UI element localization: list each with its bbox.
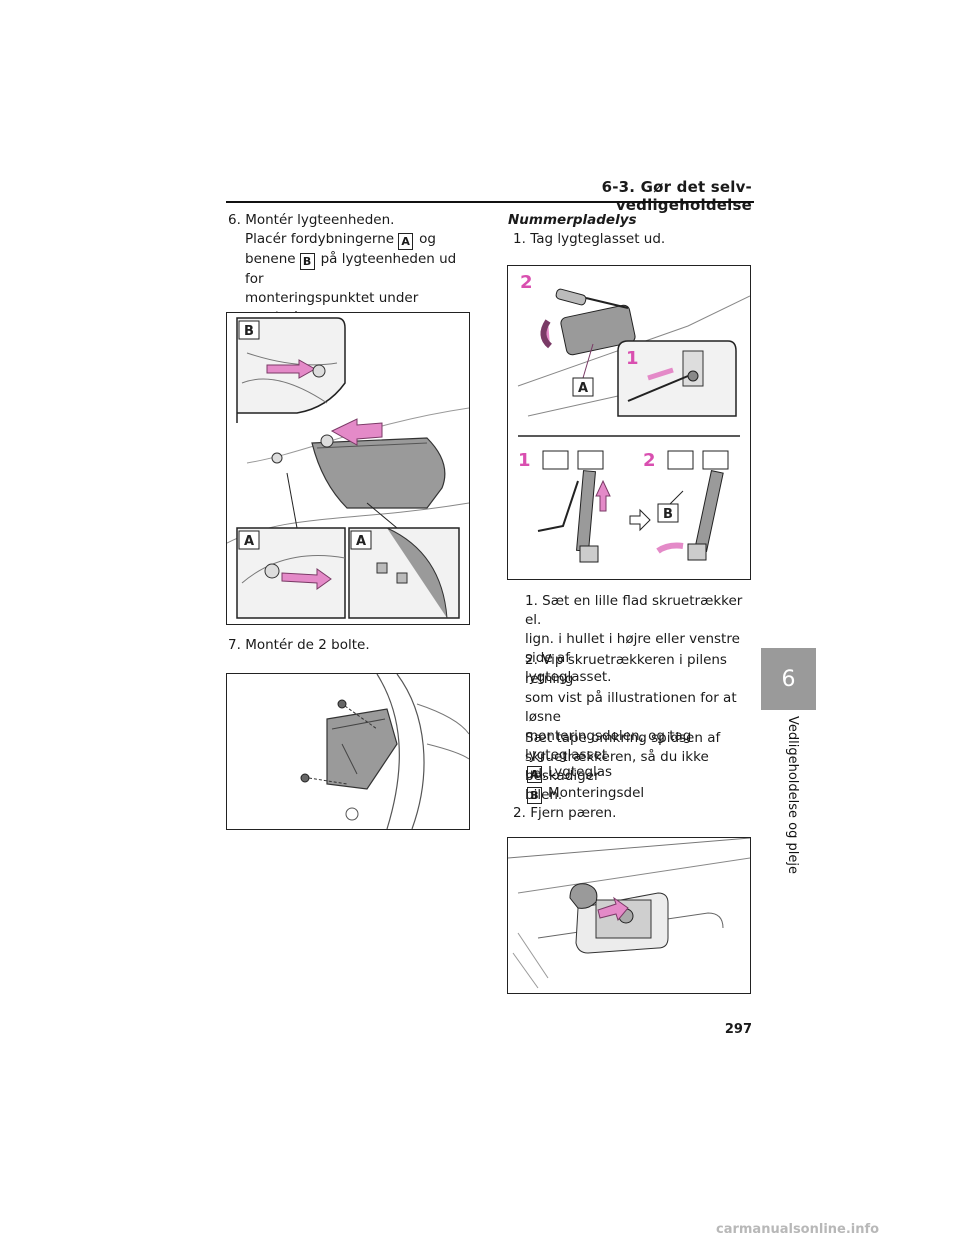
step6-text: på lygteenheden ud for <box>245 251 457 287</box>
step1-line: 1. Tag lygteglasset ud. <box>513 230 665 249</box>
step2-line: 2. Fjern pæren. <box>513 804 616 823</box>
header-rule <box>226 201 754 203</box>
tape-note: Sæt tape omkring spidsen af skruetrækker… <box>525 729 757 805</box>
fig1-label-b: B <box>244 324 254 339</box>
figure-bolts <box>226 673 470 830</box>
watermark: carmanualsonline.info <box>716 1222 880 1237</box>
lamp-install-illustration: B A A <box>227 317 469 619</box>
fig1-label-a2: A <box>356 534 366 549</box>
step6-text: benene <box>245 251 296 267</box>
remove-bulb-illustration <box>508 838 750 989</box>
step1-number: 1. <box>513 231 526 247</box>
page-number: 297 <box>724 1022 752 1037</box>
chapter-number: 6 <box>781 667 796 692</box>
figure-remove-bulb <box>507 837 751 994</box>
fig3-label-1-inset: 1 <box>626 348 639 369</box>
step6-text: monteringspunktet under <box>245 290 419 306</box>
fig1-label-a1: A <box>244 534 254 549</box>
step6-line: 6. Montér lygteenheden. <box>228 211 394 230</box>
fig3-label-2-bottom: 2 <box>643 450 656 471</box>
step6-number: 6. <box>228 212 241 228</box>
substep-text: monteringsdelen, og tag lygteglasset <box>525 728 692 763</box>
chapter-tab <box>761 648 816 710</box>
legend-a: A Lygteglas <box>527 763 612 783</box>
step7-line: 7. Montér de 2 bolte. <box>228 636 370 655</box>
fig3-label-1-bottom: 1 <box>518 450 531 471</box>
substep-text: lign. i hullet i højre eller venstre sid… <box>525 631 740 666</box>
legend-b-text: Monteringsdel <box>548 785 645 801</box>
substep-text: som vist på illustrationen for at løsne <box>525 690 737 725</box>
fig3-label-2-top: 2 <box>520 272 533 293</box>
fig3-label-a: A <box>578 381 588 396</box>
note-text: Sæt tape omkring spidsen af <box>525 730 721 746</box>
badge-b: B <box>299 253 315 270</box>
substep-text: 1. Sæt en lille flad skruetrækker el. <box>525 593 743 628</box>
step2-title: Fjern pæren. <box>530 805 617 821</box>
section-heading: Nummerpladelys <box>508 212 637 228</box>
substep-text: 2. Vip skruetrækkeren i pilens retning <box>525 652 727 687</box>
remove-lens-illustration: A 2 1 1 2 B <box>517 272 750 563</box>
figure-lamp-install: B A A <box>226 312 470 625</box>
legend-badge-a: A <box>527 766 542 783</box>
legend-b: B Monteringsdel <box>527 784 644 804</box>
chapter-title: Vedligeholdelse og pleje <box>785 716 800 874</box>
section-title: 6-3. Gør det selv-vedligeholdelse <box>601 178 752 214</box>
step1-title: Tag lygteglasset ud. <box>530 231 666 247</box>
legend-a-text: Lygteglas <box>548 764 613 780</box>
substep-1: 1. Sæt en lille flad skruetrækker el. li… <box>525 592 757 687</box>
figure-remove-lens: A 2 1 1 2 B <box>507 265 751 580</box>
badge-a: A <box>398 233 414 250</box>
step2-number: 2. <box>513 805 526 821</box>
substep-2: 2. Vip skruetrækkeren i pilens retning s… <box>525 651 757 784</box>
step6-title: Montér lygteenheden. <box>245 212 395 228</box>
bolts-illustration <box>300 674 469 829</box>
step7-title: Montér de 2 bolte. <box>245 637 370 653</box>
step6-text: og <box>419 231 436 247</box>
step6-text: Placér fordybningerne <box>245 231 395 247</box>
legend-badge-b: B <box>527 787 542 804</box>
step7-number: 7. <box>228 637 241 653</box>
note-text: bilen. <box>525 787 563 803</box>
substep-text: lygteglasset. <box>525 669 612 685</box>
note-text: skruetrækkeren, så du ikke beskadiger <box>525 749 709 784</box>
fig3-label-b: B <box>663 507 673 522</box>
